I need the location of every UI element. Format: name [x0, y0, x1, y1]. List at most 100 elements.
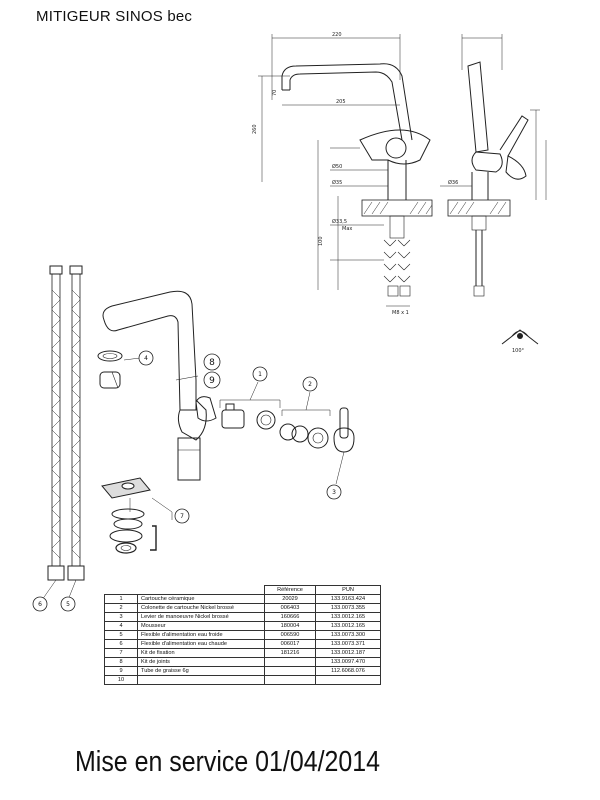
flexible-hoses — [41, 265, 85, 601]
table-row: 4 Mousseur 180004 133.0012.165 — [104, 621, 381, 631]
callout-9: 9 — [209, 376, 215, 386]
exploded-view — [41, 265, 355, 601]
callout-2: 2 — [308, 381, 312, 388]
row-ref: 180004 — [264, 621, 316, 631]
row-label: Tube de graisse 6g — [137, 666, 265, 676]
row-pun: 133.0012.165 — [315, 612, 381, 622]
row-label: Colonette de cartouche Nickel brossé — [137, 603, 265, 613]
callout-4: 4 — [144, 355, 148, 362]
row-label: Kit de joints — [137, 657, 265, 667]
row-num: 3 — [104, 612, 138, 622]
row-pun: 133.0012.165 — [315, 621, 381, 631]
dim-height-lower: 100 — [318, 236, 324, 246]
header-num — [105, 586, 138, 595]
row-num: 6 — [104, 639, 138, 649]
dim-max: Max — [342, 226, 352, 232]
dim-angle: 100° — [512, 348, 525, 354]
table-row: 8 Kit de joints 133.0097.470 — [104, 657, 381, 667]
parts-table-header: Référence PUN — [105, 585, 381, 595]
dim-top-width: 220 — [332, 32, 342, 38]
table-row: 10 — [104, 675, 381, 685]
table-row: 9 Tube de graisse 6g 112.6068.076 — [104, 666, 381, 676]
aerator-part — [97, 350, 141, 389]
lever-part — [333, 407, 355, 485]
callout-circle-3 — [326, 484, 342, 500]
callout-circle-9 — [203, 371, 221, 389]
row-pun: 133.0073.355 — [315, 603, 381, 613]
row-pun: 133.0073.371 — [315, 639, 381, 649]
header-label — [138, 586, 265, 595]
row-ref: 20029 — [264, 594, 316, 604]
callout-circle-6 — [32, 596, 48, 612]
seals-part — [279, 391, 331, 449]
row-ref: 006590 — [264, 630, 316, 640]
header-pun: PUN — [315, 585, 381, 595]
row-label: Levier de manoeuvre Nickel brossé — [137, 612, 265, 622]
table-row: 3 Levier de manoeuvre Nickel brossé 1606… — [104, 612, 381, 622]
dim-dia-base: Ø35 — [332, 179, 342, 186]
row-pun: 133.9163.424 — [315, 594, 381, 604]
callout-circle-5 — [60, 596, 76, 612]
table-row: 5 Flexible d'alimentation eau froide 006… — [104, 630, 381, 640]
row-pun: 112.6068.076 — [315, 666, 381, 676]
callout-circle-7 — [174, 508, 190, 524]
row-num: 10 — [104, 675, 138, 685]
dim-dia-outer: Ø50 — [332, 163, 342, 170]
callout-6: 6 — [38, 601, 42, 608]
table-row: 6 Flexible d'alimentation eau chaude 006… — [104, 639, 381, 649]
row-ref: 181216 — [264, 648, 316, 658]
row-ref — [264, 657, 316, 667]
row-ref: 160666 — [264, 612, 316, 622]
callout-circle-2 — [302, 376, 318, 392]
row-label: Cartouche céramique — [137, 594, 265, 604]
row-label: Flexible d'alimentation eau froide — [137, 630, 265, 640]
callout-1: 1 — [258, 371, 262, 378]
row-pun: 133.0012.187 — [315, 648, 381, 658]
row-num: 2 — [104, 603, 138, 613]
callout-circle-8 — [203, 353, 221, 371]
row-label: Mousseur — [137, 621, 265, 631]
callout-5: 5 — [66, 601, 70, 608]
callout-8: 8 — [209, 358, 215, 368]
parts-table: Référence PUN 1 Cartouche céramique 2002… — [104, 585, 381, 685]
row-ref — [264, 666, 316, 676]
dim-side-top: 70 — [272, 90, 278, 96]
fixation-kit — [101, 477, 173, 554]
row-num: 4 — [104, 621, 138, 631]
dim-height-main: 260 — [252, 124, 258, 134]
rotation-angle-icon: 100° — [501, 329, 539, 354]
row-pun — [315, 675, 381, 685]
table-row: 2 Colonette de cartouche Nickel brossé 0… — [104, 603, 381, 613]
row-num: 8 — [104, 657, 138, 667]
side-elevation-view — [440, 34, 547, 297]
callout-circle-1 — [252, 366, 268, 382]
dim-bottom: M8 x 1 — [392, 310, 409, 316]
row-label: Kit de fixation — [137, 648, 265, 658]
row-pun: 133.0073.300 — [315, 630, 381, 640]
row-pun: 133.0097.470 — [315, 657, 381, 667]
faucet-body — [102, 290, 207, 481]
row-num: 7 — [104, 648, 138, 658]
dim-dia-thread: Ø33,5 — [332, 218, 347, 225]
table-row: 7 Kit de fixation 181216 133.0012.187 — [104, 648, 381, 658]
row-ref: 006403 — [264, 603, 316, 613]
document-title: MITIGEUR SINOS bec — [36, 8, 193, 25]
cartridge-part — [195, 381, 281, 430]
dim-spout-inner: 205 — [336, 99, 346, 105]
front-elevation-view — [258, 34, 433, 307]
row-num: 1 — [104, 594, 138, 604]
row-label — [137, 675, 265, 685]
row-num: 9 — [104, 666, 138, 676]
table-row: 1 Cartouche céramique 20029 133.9163.424 — [104, 594, 381, 604]
row-ref: 006017 — [264, 639, 316, 649]
callouts — [32, 350, 342, 612]
footer-date: Mise en service 01/04/2014 — [75, 746, 381, 778]
callout-circle-4 — [138, 350, 154, 366]
row-ref — [264, 675, 316, 685]
header-reference: Référence — [264, 585, 316, 595]
callout-3: 3 — [332, 489, 336, 496]
row-label: Flexible d'alimentation eau chaude — [137, 639, 265, 649]
dim-side-dia: Ø36 — [448, 179, 458, 186]
callout-7: 7 — [180, 513, 184, 520]
row-num: 5 — [104, 630, 138, 640]
